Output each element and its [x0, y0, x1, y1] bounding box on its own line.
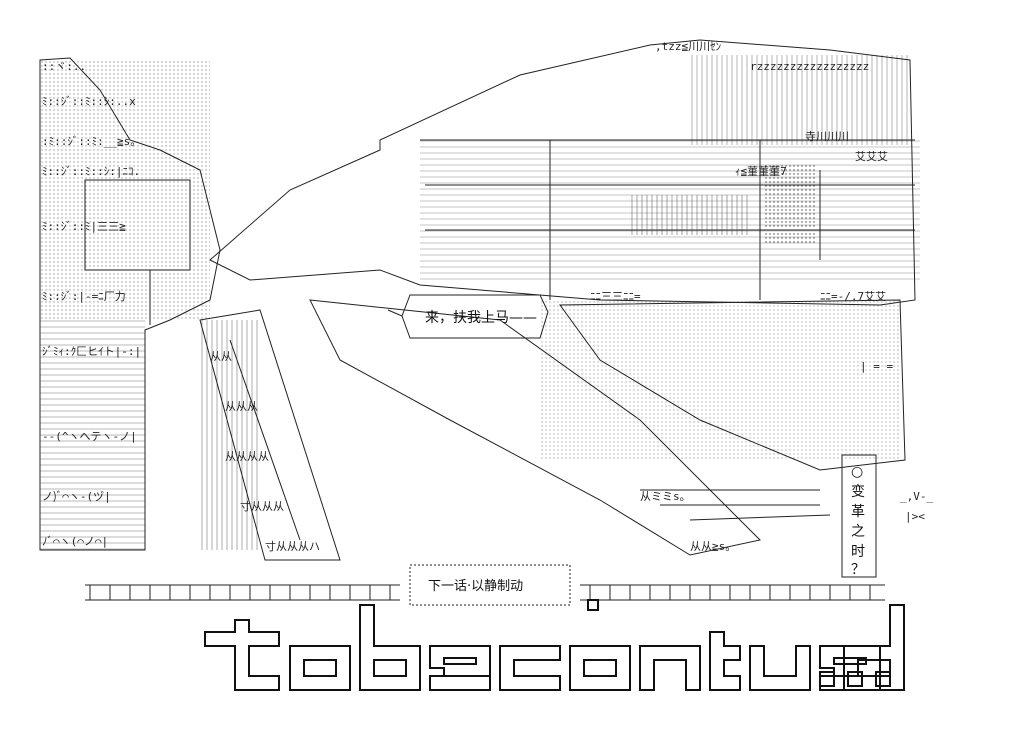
svg-text::ﾐ::ｼﾞ::ﾐ:__≧s。: :ﾐ::ｼﾞ::ﾐ:__≧s。 [42, 135, 141, 148]
ruler-rails [85, 584, 885, 601]
svg-text:|><: |>< [905, 510, 925, 523]
side-box-char-1: 变 [851, 484, 865, 500]
ascii-accents: ::ヾ:.. ﾐ::ｼﾞ::ﾐ::ｼ:..x :ﾐ::ｼﾞ::ﾐ:__≧s。 ﾐ… [42, 40, 933, 553]
left-figure [39, 57, 221, 551]
motion-streaks [199, 309, 341, 561]
svg-text:,tzz≦川川ｾﾝ: ,tzz≦川川ｾﾝ [655, 40, 721, 53]
side-box-char-4: 时 [851, 544, 865, 560]
svg-text:ノ)ﾞ⌒ヽ-(ヅ|: ノ)ﾞ⌒ヽ-(ヅ| [42, 490, 111, 503]
side-box-char-0: ○ [851, 464, 863, 480]
title-block-letters [204, 599, 905, 691]
svg-text:ﾐ::ｼﾞ:|-=ﾆ厂力: ﾐ::ｼﾞ:|-=ﾆ厂力 [42, 290, 126, 303]
svg-text:ﾐ::ｼﾞ::ﾐ|三三≧: ﾐ::ｼﾞ::ﾐ|三三≧ [42, 220, 126, 233]
svg-text:ﾆﾆ三三ﾆﾆ=: ﾆﾆ三三ﾆﾆ= [590, 290, 641, 303]
svg-text:ﾆﾆ=-/.7艾艾: ﾆﾆ=-/.7艾艾 [820, 290, 886, 303]
caption-box [409, 564, 571, 606]
svg-text:_,V-_: _,V-_ [900, 490, 933, 503]
svg-text:艾艾艾: 艾艾艾 [855, 150, 888, 163]
svg-text:ﾉﾞ⌒ヽ(⌒ノ⌒|: ﾉﾞ⌒ヽ(⌒ノ⌒| [42, 535, 108, 548]
caption-text: 下一话·以静制动 [428, 579, 523, 594]
svg-text:寸从从从ハ: 寸从从从ハ [265, 539, 320, 553]
svg-text:从从: 从从 [210, 350, 232, 363]
side-box [841, 454, 877, 578]
ellipsis-dots [819, 671, 891, 687]
svg-text:::ヾ:..: ::ヾ:.. [42, 60, 86, 73]
right-figure [209, 39, 920, 306]
svg-text:寸从从从: 寸从从从 [240, 499, 284, 513]
svg-text:--(^ヽへテヽ-ノ|: --(^ヽへテヽ-ノ| [42, 430, 137, 443]
side-box-char-2: 革 [851, 504, 865, 520]
speech-bubble [387, 294, 549, 339]
svg-text:ｼﾞﾐｨ:ｸ匚ヒｲト|-:|: ｼﾞﾐｨ:ｸ匚ヒｲト|-:| [42, 345, 141, 358]
side-box-char-3: 之 [851, 524, 865, 540]
svg-text:rzzzzzzzzzzzzzzzzz: rzzzzzzzzzzzzzzzzz [750, 60, 869, 73]
svg-text:从从从从: 从从从从 [225, 450, 269, 463]
svg-text:从从从: 从从从 [225, 400, 258, 413]
svg-text:从从≧s。: 从从≧s。 [690, 540, 736, 553]
svg-text:寺川川川: 寺川川川 [805, 130, 849, 143]
svg-text:ｨ≦菫菫菫7: ｨ≦菫菫菫7 [735, 165, 787, 178]
speech-bubble-text: 来，扶我上马—— [425, 310, 537, 326]
side-box-char-5: ？ [851, 562, 865, 578]
lower-right-body [309, 299, 906, 556]
svg-text:ﾐ::ｼﾞ::ﾐ::ｼ:|ﾆｺ.: ﾐ::ｼﾞ::ﾐ::ｼ:|ﾆｺ. [42, 165, 140, 178]
svg-text:| = =: | = = [860, 360, 893, 373]
svg-text:ﾐ::ｼﾞ::ﾐ::ｼ:..x: ﾐ::ｼﾞ::ﾐ::ｼ:..x [42, 95, 136, 108]
svg-text:从ミミs。: 从ミミs。 [640, 490, 691, 503]
